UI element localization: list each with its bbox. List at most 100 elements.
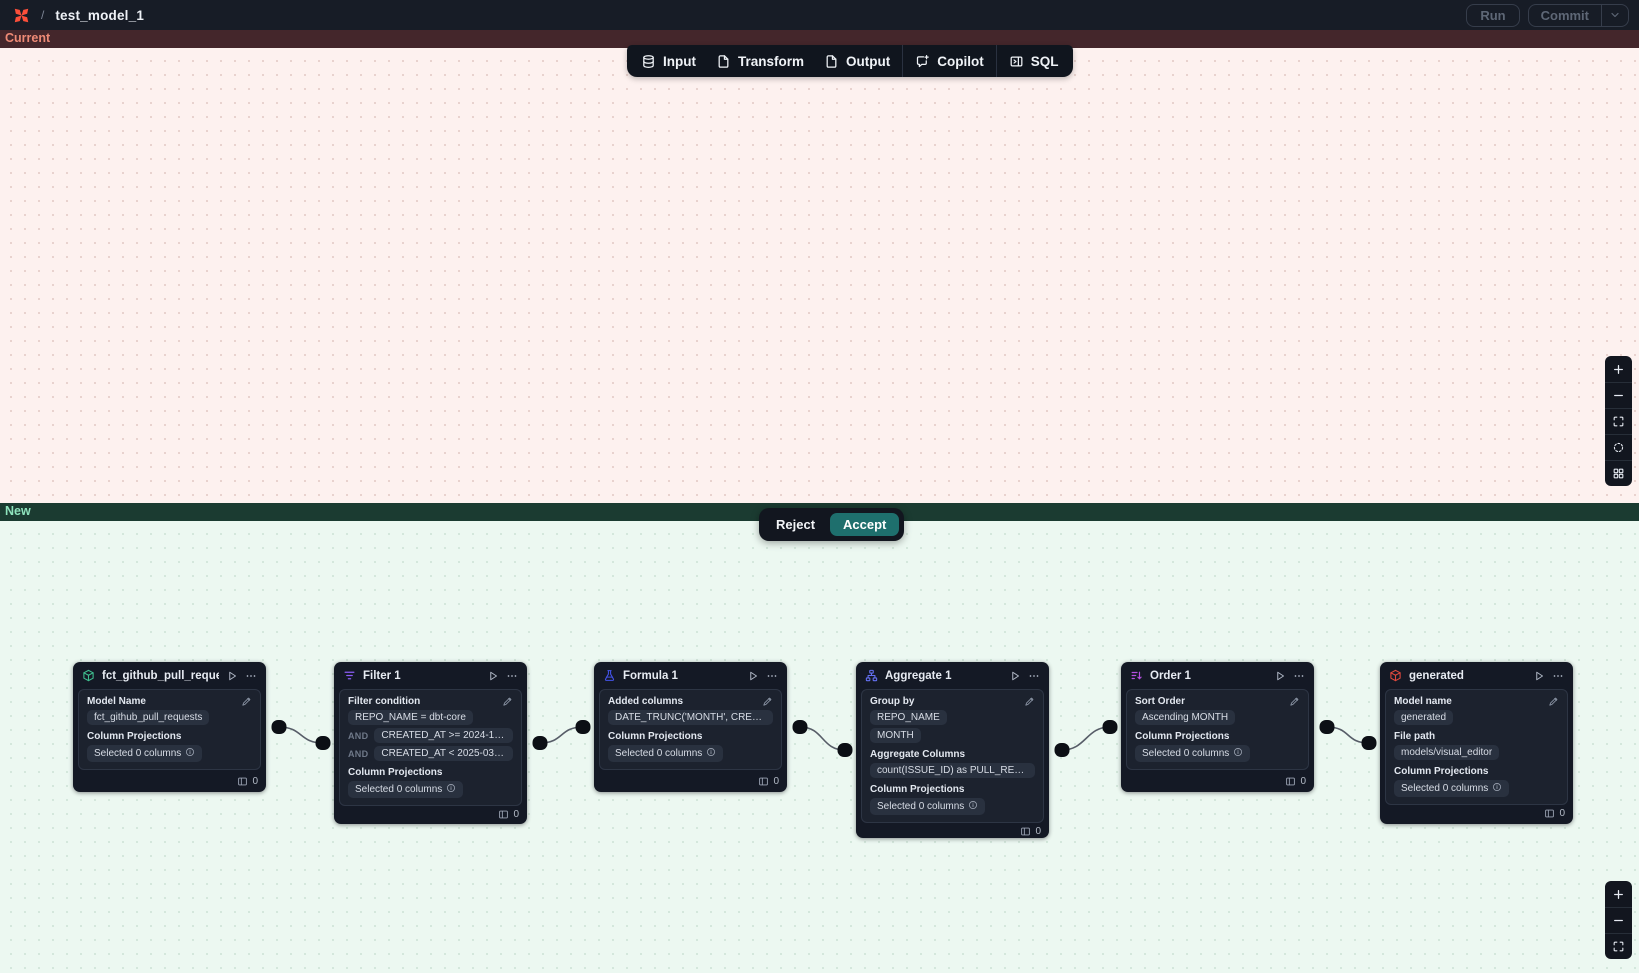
chevron-down-icon [1609,9,1621,21]
value-chip[interactable]: REPO_NAME = dbt-core [348,710,473,725]
field-label: Column Projections [1135,731,1229,742]
info-icon[interactable] [1492,782,1502,795]
node-run-button[interactable] [226,670,238,682]
value-chip[interactable]: Selected 0 columns [348,781,463,798]
ellipsis-icon [1028,670,1040,682]
node-header[interactable]: fct_github_pull_requests [73,662,266,689]
edit-pencil-icon[interactable] [1289,696,1300,707]
node-run-button[interactable] [747,670,759,682]
toolbar-transform-button[interactable]: Transform [706,45,814,77]
field-label: Aggregate Columns [870,749,965,760]
edit-pencil-icon[interactable] [241,696,252,707]
run-button[interactable]: Run [1466,4,1519,27]
chip-text: Selected 0 columns [94,748,181,759]
chip-text: CREATED_AT < 2025-03-01 [381,748,506,759]
value-chip[interactable]: CREATED_AT >= 2024-12-01 [374,728,513,743]
plus-icon [1612,888,1625,901]
node-menu-button[interactable] [1028,670,1040,682]
locate-button[interactable] [1605,434,1632,460]
toolbar-sql-button[interactable]: SQL [999,45,1069,77]
node-header[interactable]: Filter 1 [334,662,527,689]
commit-chevron-button[interactable] [1602,5,1628,26]
row-count: 0 [1559,808,1565,819]
zoom-in-button[interactable] [1605,881,1632,907]
edit-pencil-icon[interactable] [762,696,773,707]
value-chip[interactable]: models/visual_editor [1394,745,1499,760]
value-chip[interactable]: Ascending MONTH [1135,710,1235,725]
node-field: Column ProjectionsSelected 0 columns [870,784,1035,815]
node-header[interactable]: generated [1380,662,1573,689]
value-chip[interactable]: MONTH [870,728,921,743]
node-title: generated [1409,670,1526,682]
condition-conjunction: AND [348,749,368,759]
info-icon[interactable] [1233,747,1243,760]
review-actions: Reject Accept [759,508,904,541]
fit-view-button[interactable] [1605,408,1632,434]
value-chip[interactable]: CREATED_AT < 2025-03-01 [374,746,513,761]
commit-button[interactable]: Commit [1529,5,1601,26]
node-header[interactable]: Formula 1 [594,662,787,689]
zoom-out-button[interactable] [1605,382,1632,408]
node-field: Added columnsDATE_TRUNC('MONTH', CREATED… [608,696,773,725]
edit-pencil-icon[interactable] [502,696,513,707]
field-label: Filter condition [348,696,420,707]
node-order_1[interactable]: Order 1Sort OrderAscending MONTHColumn P… [1121,662,1314,792]
node-run-button[interactable] [487,670,499,682]
node-body: Model namegeneratedFile pathmodels/visua… [1385,689,1568,805]
node-menu-button[interactable] [1293,670,1305,682]
flask-icon [603,669,616,682]
layout-grid-button[interactable] [1605,460,1632,486]
edit-pencil-icon[interactable] [1548,696,1559,707]
info-icon[interactable] [446,783,456,796]
field-label: Column Projections [870,784,964,795]
node-menu-button[interactable] [1552,670,1564,682]
ellipsis-icon [1552,670,1564,682]
chip-text: Selected 0 columns [877,801,964,812]
node-run-button[interactable] [1274,670,1286,682]
node-run-button[interactable] [1533,670,1545,682]
dbt-logo-icon[interactable] [13,7,30,24]
value-chip[interactable]: count(ISSUE_ID) as PULL_REQUEST_… [870,763,1035,778]
node-fct_github_pull_requests[interactable]: fct_github_pull_requestsModel Namefct_gi… [73,662,266,792]
info-icon[interactable] [706,747,716,760]
toolbar-copilot-button[interactable]: Copilot [905,45,994,77]
value-chip[interactable]: Selected 0 columns [608,745,723,762]
current-canvas[interactable] [0,48,1639,503]
value-chip[interactable]: Selected 0 columns [1394,780,1509,797]
chip-text: generated [1401,712,1446,723]
chip-text: models/visual_editor [1401,747,1492,758]
chip-text: count(ISSUE_ID) as PULL_REQUEST_… [877,765,1028,776]
accept-button[interactable]: Accept [830,513,899,536]
node-footer: 0 [594,773,787,792]
value-chip[interactable]: generated [1394,710,1453,725]
edit-pencil-icon[interactable] [1024,696,1035,707]
zoom-in-button[interactable] [1605,356,1632,382]
value-chip[interactable]: fct_github_pull_requests [87,710,209,725]
node-menu-button[interactable] [245,670,257,682]
toolbar-input-button[interactable]: Input [631,45,706,77]
value-chip[interactable]: Selected 0 columns [870,798,985,815]
table-icon [1285,776,1296,787]
node-header[interactable]: Aggregate 1 [856,662,1049,689]
node-generated[interactable]: generatedModel namegeneratedFile pathmod… [1380,662,1573,824]
node-header[interactable]: Order 1 [1121,662,1314,689]
zoom-out-button[interactable] [1605,907,1632,933]
node-run-button[interactable] [1009,670,1021,682]
info-icon[interactable] [185,747,195,760]
toolbar-copilot-label: Copilot [937,54,984,69]
value-chip[interactable]: DATE_TRUNC('MONTH', CREATED_AT… [608,710,773,725]
node-filter_1[interactable]: Filter 1 Filter conditionREPO_NAME = dbt-… [334,662,527,824]
value-chip[interactable]: REPO_NAME [870,710,947,725]
node-menu-button[interactable] [766,670,778,682]
node-menu-button[interactable] [506,670,518,682]
value-chip[interactable]: Selected 0 columns [87,745,202,762]
node-field: Group byREPO_NAMEMONTH [870,696,1035,743]
node-aggregate_1[interactable]: Aggregate 1Group byREPO_NAMEMONTHAggrega… [856,662,1049,838]
reject-button[interactable]: Reject [764,513,827,536]
fit-view-button[interactable] [1605,933,1632,959]
info-icon[interactable] [968,800,978,813]
value-chip[interactable]: Selected 0 columns [1135,745,1250,762]
node-formula_1[interactable]: Formula 1 Added columnsDATE_TRUNC('MONTH'… [594,662,787,792]
grid-icon [1612,467,1625,480]
toolbar-output-button[interactable]: Output [814,45,900,77]
